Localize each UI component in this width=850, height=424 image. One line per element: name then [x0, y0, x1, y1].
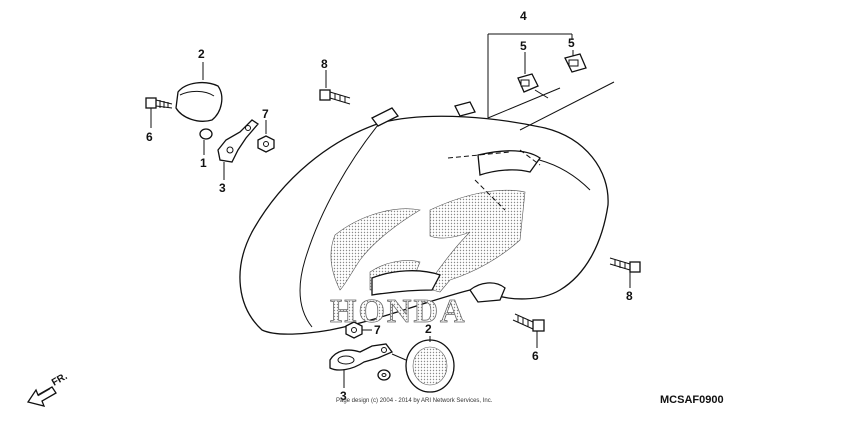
callout-5-right: 5 — [568, 36, 575, 50]
screw-right — [609, 257, 641, 288]
clip-nut-left — [517, 52, 549, 99]
clip-nut-right — [564, 50, 587, 73]
leader-bracket-4 — [487, 33, 615, 131]
callout-2-lower: 2 — [425, 322, 432, 336]
callout-6-lower: 6 — [532, 349, 539, 363]
callout-7-upper: 7 — [262, 107, 269, 121]
reflector-lower — [391, 336, 455, 393]
copyright-text: Page design (c) 2004 - 2014 by ARI Netwo… — [336, 398, 493, 404]
front-fender — [239, 101, 609, 335]
callout-3-upper: 3 — [219, 181, 226, 195]
callout-1: 1 — [200, 156, 207, 170]
decal-wing — [424, 189, 526, 293]
stay-lower — [329, 343, 394, 388]
screw-upper-left — [145, 97, 173, 128]
nut-upper — [257, 120, 275, 153]
stay-upper — [217, 119, 259, 180]
front-direction-arrow-icon — [26, 386, 57, 407]
decal-wing-left — [330, 208, 421, 291]
callout-2-upper: 2 — [198, 47, 205, 61]
hidden-lines — [447, 149, 541, 211]
callout-5-left: 5 — [520, 39, 527, 53]
front-direction-label: FR. — [50, 371, 70, 389]
nut-lower — [345, 321, 372, 339]
washer-upper — [199, 128, 213, 155]
diagram-code: MCSAF0900 — [660, 394, 724, 406]
callout-8-top: 8 — [321, 57, 328, 71]
callout-3-lower: 3 — [340, 389, 347, 403]
callout-6-upper: 6 — [146, 130, 153, 144]
callout-4: 4 — [520, 9, 527, 23]
screw-lower-right — [512, 313, 545, 348]
reflector-upper — [175, 62, 223, 122]
callout-8-right: 8 — [626, 289, 633, 303]
washer-lower — [377, 369, 391, 381]
callout-7-lower: 7 — [374, 323, 381, 337]
screw-top — [319, 70, 351, 105]
